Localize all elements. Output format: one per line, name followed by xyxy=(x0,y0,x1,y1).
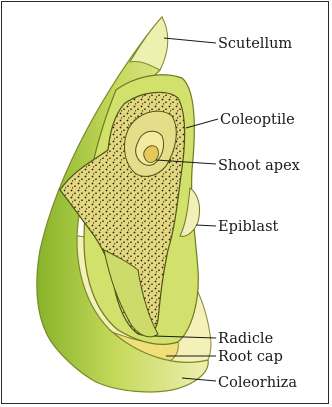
label-coleorhiza: Coleorhiza xyxy=(218,375,297,391)
label-coleoptile: Coleoptile xyxy=(220,112,295,128)
label-scutellum: Scutellum xyxy=(218,36,292,52)
leader-epiblast xyxy=(196,225,216,226)
label-radicle: Radicle xyxy=(218,331,273,347)
label-root-cap: Root cap xyxy=(218,349,283,365)
label-shoot-apex: Shoot apex xyxy=(218,158,300,174)
leader-scutellum xyxy=(164,38,216,43)
label-epiblast: Epiblast xyxy=(218,219,279,235)
